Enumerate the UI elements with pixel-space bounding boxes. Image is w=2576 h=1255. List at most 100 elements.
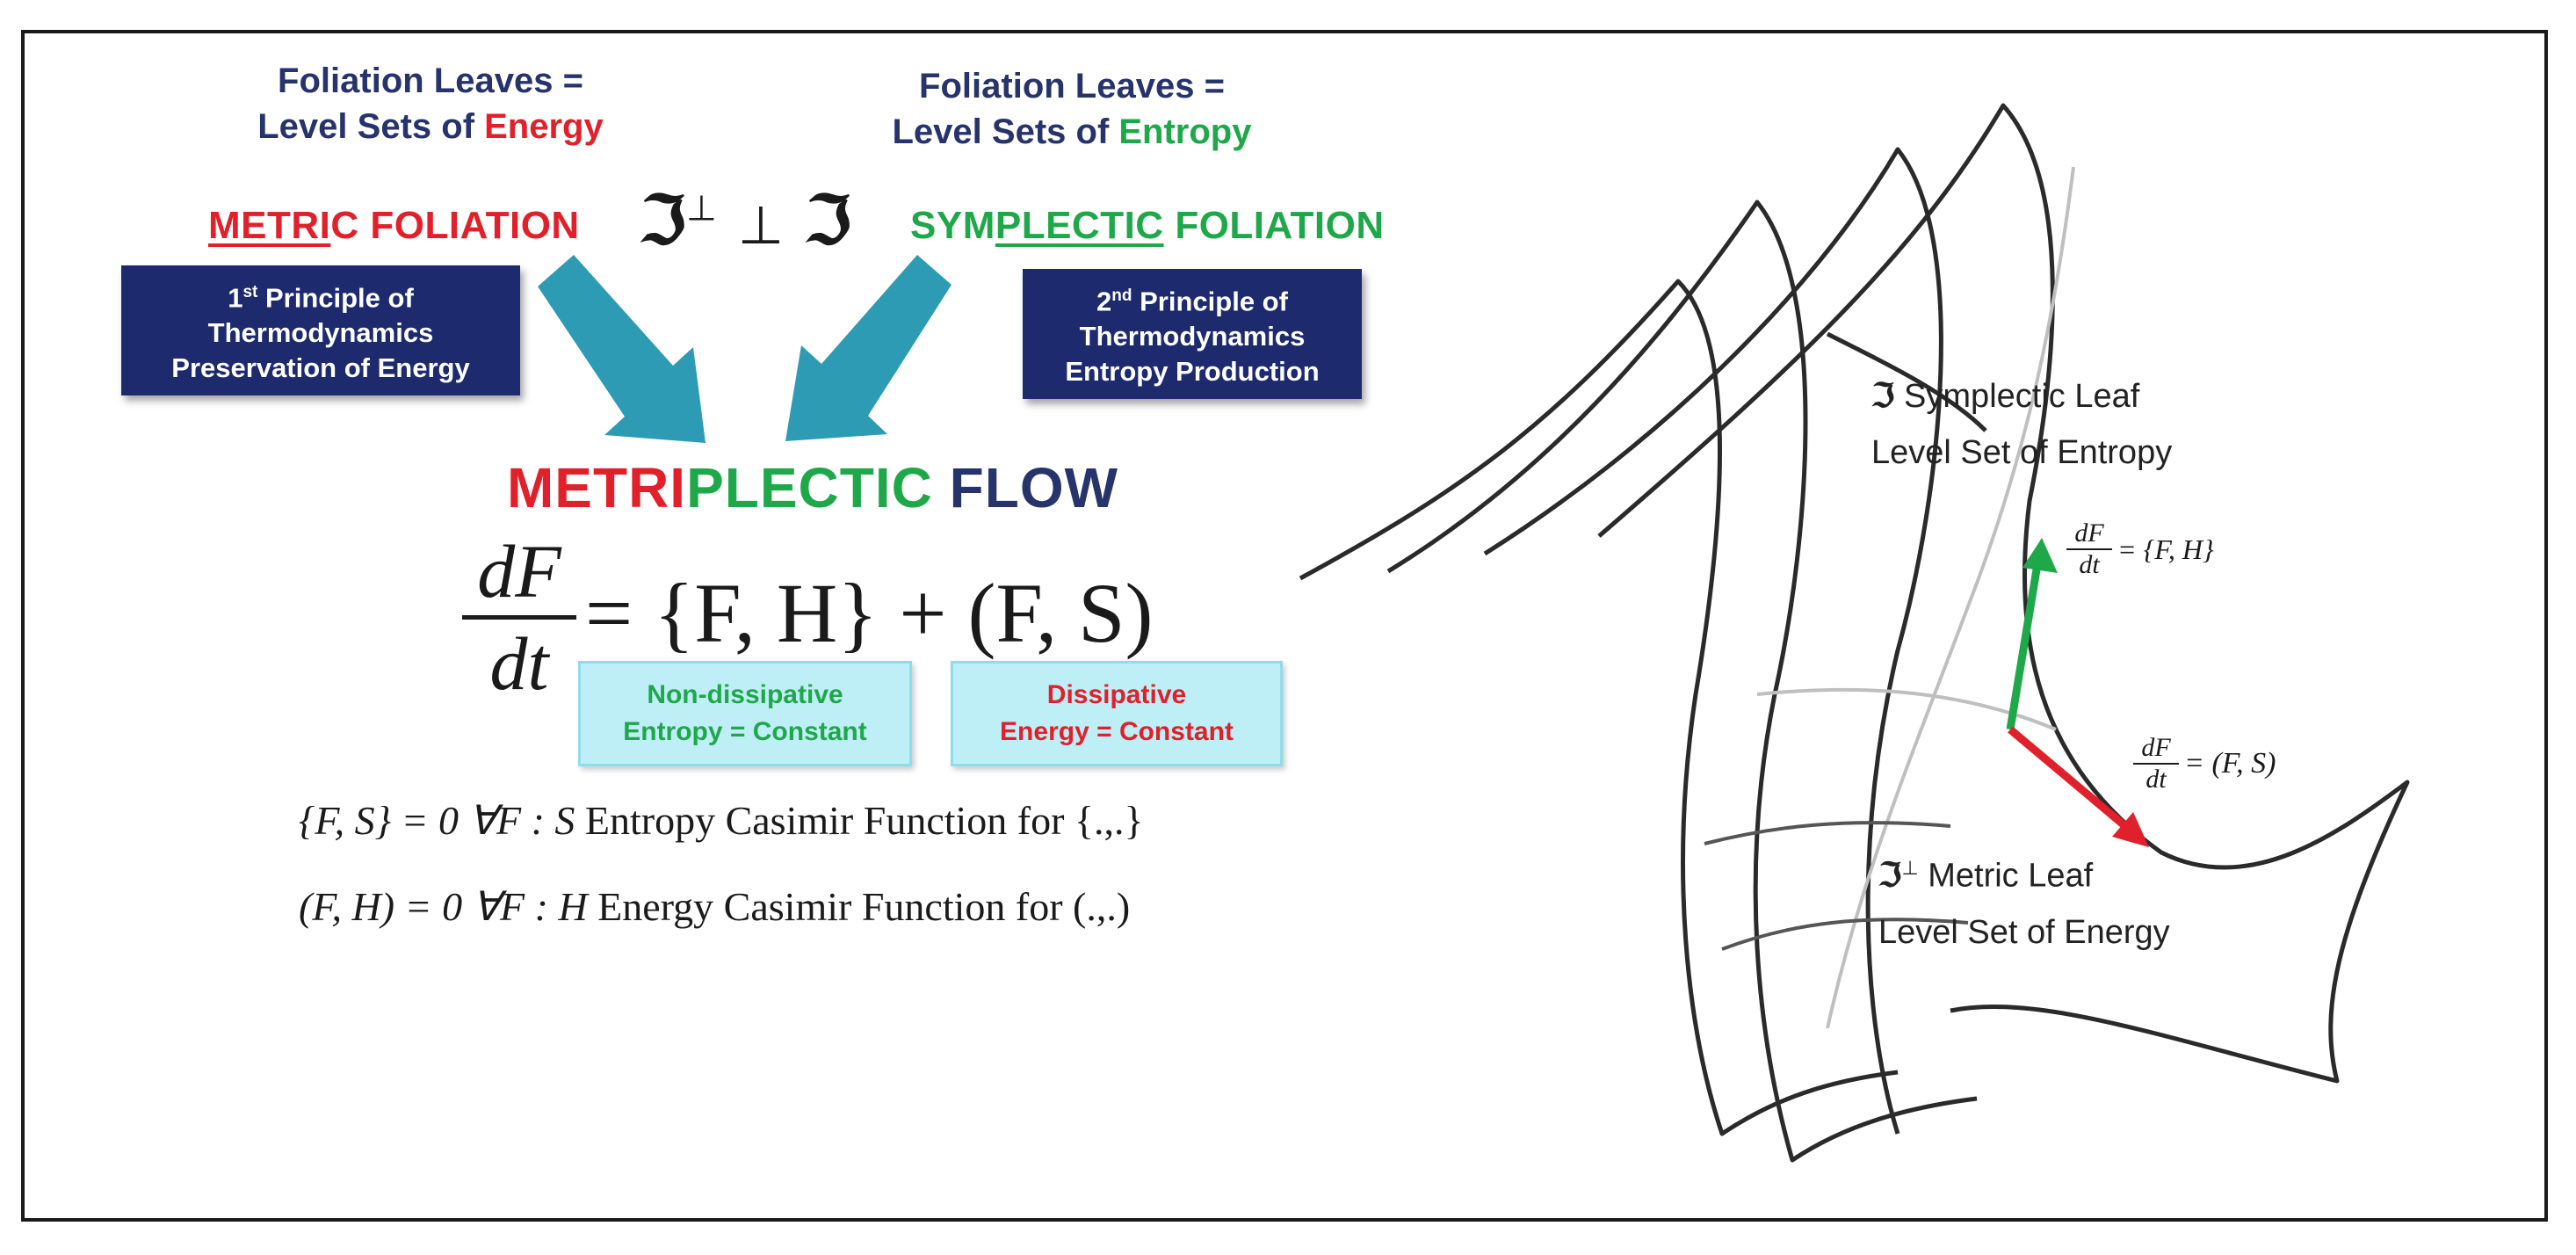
second-principle-sup: nd (1111, 286, 1132, 305)
header-left-line2: Level Sets of Energy (185, 104, 677, 149)
symplectic-vector-fraction: dF dt (2066, 519, 2112, 580)
header-right-line1: Foliation Leaves = (919, 67, 1225, 105)
metric-vector-bar (2133, 763, 2179, 765)
perp-symbol: ⊥ (737, 195, 785, 257)
first-principle-sup: st (242, 282, 258, 301)
nondissipative-label: Non-dissipative Entropy = Constant (578, 661, 912, 766)
symplectic-vector-rhs: = {F, H} (2117, 533, 2214, 565)
metric-foliation-label: METRIC FOLIATION (208, 204, 580, 248)
first-principle-line1: 1st Principle of (121, 275, 520, 316)
metric-vector-rhs: = (F, S) (2184, 747, 2276, 780)
metric-leaf-title: Metric Leaf (1918, 857, 2094, 895)
leaf-front-ridge (1826, 331, 1987, 432)
flow-title-plectic: PLECTIC (686, 456, 933, 519)
metric-leaf-symbol: ℑ (1878, 854, 1902, 895)
header-right-line2: Level Sets of Entropy (826, 109, 1318, 155)
flow-title-flow: FLOW (932, 456, 1119, 519)
metric-vector-num: dF (2141, 733, 2171, 762)
right-teal-arrow (785, 255, 952, 441)
leaf-1 (1299, 279, 1899, 1136)
dissipative-label: Dissipative Energy = Constant (951, 661, 1283, 766)
first-principle-text: Principle of (257, 282, 414, 314)
leaf-2 (1386, 199, 1978, 1163)
metriplectic-flow-title: METRIPLECTIC FLOW (492, 455, 1133, 520)
metric-vector-head (2112, 812, 2149, 847)
header-left-prefix: Level Sets of (257, 107, 485, 146)
entropy-casimir-lhs: {F, S} = 0 ∀F : S (299, 798, 575, 843)
header-left-key: Energy (484, 107, 604, 146)
entropy-casimir-text: Entropy Casimir Function for (575, 798, 1075, 843)
grid-curve-1 (1826, 166, 2075, 1029)
leaf-4-symplectic (1597, 103, 2410, 1084)
flow-title-metri: METRI (506, 456, 687, 519)
symplectic-foliation-label: SYMPLECTIC FOLIATION (910, 204, 1385, 248)
energy-casimir-bracket: (.,.) (1073, 884, 1131, 929)
metric-mid: C (330, 204, 359, 247)
metric-vector-arrow (2008, 726, 2134, 835)
metric-leaf-line1: ℑ⊥ Metric Leaf (1878, 840, 2170, 904)
metric-foliation-symbol: ℑ (640, 181, 686, 259)
left-teal-arrow (538, 255, 706, 443)
symplectic-vector-head (2022, 538, 2058, 573)
converging-arrows (538, 255, 952, 443)
symplectic-prefix: SYM (910, 204, 995, 247)
foliation-leaves-illustration (1299, 103, 2410, 1163)
header-right-key: Entropy (1118, 112, 1252, 151)
first-principle-box: 1st Principle of Thermodynamics Preserva… (121, 265, 520, 395)
symplectic-vector-equation: dF dt = {F, H} (2066, 519, 2214, 580)
orthogonality-relation: ℑ⊥⊥ℑ (640, 181, 851, 259)
equation-numerator: dF (477, 529, 561, 613)
first-principle-line3: Preservation of Energy (171, 352, 470, 384)
leaf-3 (1483, 147, 1943, 1135)
figure-frame (21, 30, 2548, 1222)
symplectic-leaf-title: Symplectic Leaf (1894, 378, 2140, 415)
metric-vector-fraction: dF dt (2133, 733, 2179, 794)
entropy-casimir-statement: {F, S} = 0 ∀F : S Entropy Casimir Functi… (299, 796, 1144, 844)
dissipative-line2: Energy = Constant (1000, 717, 1234, 746)
first-principle-line2: Thermodynamics (207, 317, 434, 349)
metric-leaf-sup: ⊥ (1901, 857, 1919, 879)
symplectic-vector-bar (2066, 548, 2112, 550)
nondissipative-line2: Entropy = Constant (623, 717, 867, 746)
energy-casimir-lhs: (F, H) = 0 ∀F : H (299, 884, 588, 929)
metric-underlined: METRI (208, 204, 331, 247)
equation-rhs: = {F, H} + (F, S) (585, 566, 1154, 660)
energy-casimir-text: Energy Casimir Function for (587, 884, 1074, 929)
symplectic-vector-arrow (2006, 558, 2043, 730)
symplectic-leaf-line2: Level Set of Entropy (1871, 434, 2173, 471)
symplectic-rest: FOLIATION (1163, 204, 1385, 247)
perp-superscript: ⊥ (686, 189, 717, 229)
symplectic-foliation-symbol: ℑ (805, 181, 852, 259)
metric-leaf-annotation: ℑ⊥ Metric Leaf Level Set of Energy (1878, 840, 2170, 961)
second-principle-box: 2nd Principle of Thermodynamics Entropy … (1023, 269, 1362, 399)
symplectic-leaf-line1: ℑ Symplectic Leaf (1871, 367, 2172, 424)
metric-vector-den: dt (2145, 765, 2167, 794)
energy-casimir-statement: (F, H) = 0 ∀F : H Energy Casimir Functio… (299, 882, 1130, 930)
symplectic-underlined: PLECTIC (995, 204, 1164, 247)
header-right: Foliation Leaves = Level Sets of Entropy (826, 63, 1318, 155)
second-principle-text: Principle of (1132, 286, 1288, 317)
symplectic-leaf-annotation: ℑ Symplectic Leaf Level Set of Entropy (1871, 367, 2172, 481)
first-principle-num: 1 (228, 282, 243, 314)
fraction-bar (462, 615, 576, 620)
header-right-prefix: Level Sets of (892, 112, 1119, 151)
metric-vector-equation: dF dt = (F, S) (2133, 733, 2276, 794)
second-principle-line2: Thermodynamics (1079, 321, 1306, 352)
header-left: Foliation Leaves = Level Sets of Energy (185, 58, 677, 149)
second-principle-num: 2 (1096, 286, 1112, 317)
symplectic-vector-num: dF (2074, 519, 2104, 548)
metric-leaf-line2: Level Set of Energy (1878, 913, 2170, 951)
equation-denominator: dt (489, 621, 549, 706)
nondissipative-line1: Non-dissipative (647, 680, 843, 709)
dissipative-line1: Dissipative (1046, 680, 1187, 709)
second-principle-line3: Entropy Production (1065, 356, 1320, 388)
second-principle-line1: 2nd Principle of (1023, 279, 1362, 319)
symplectic-vector-den: dt (2079, 550, 2100, 579)
header-left-line1: Foliation Leaves = (278, 62, 583, 100)
grid-curve-4 (1721, 918, 1969, 951)
equation-fraction: dF dt (462, 529, 576, 706)
symplectic-leaf-symbol: ℑ (1871, 375, 1895, 415)
metric-rest: FOLIATION (358, 204, 580, 247)
grid-curve-3 (1704, 821, 1951, 845)
entropy-casimir-bracket: {.,.} (1074, 798, 1144, 843)
